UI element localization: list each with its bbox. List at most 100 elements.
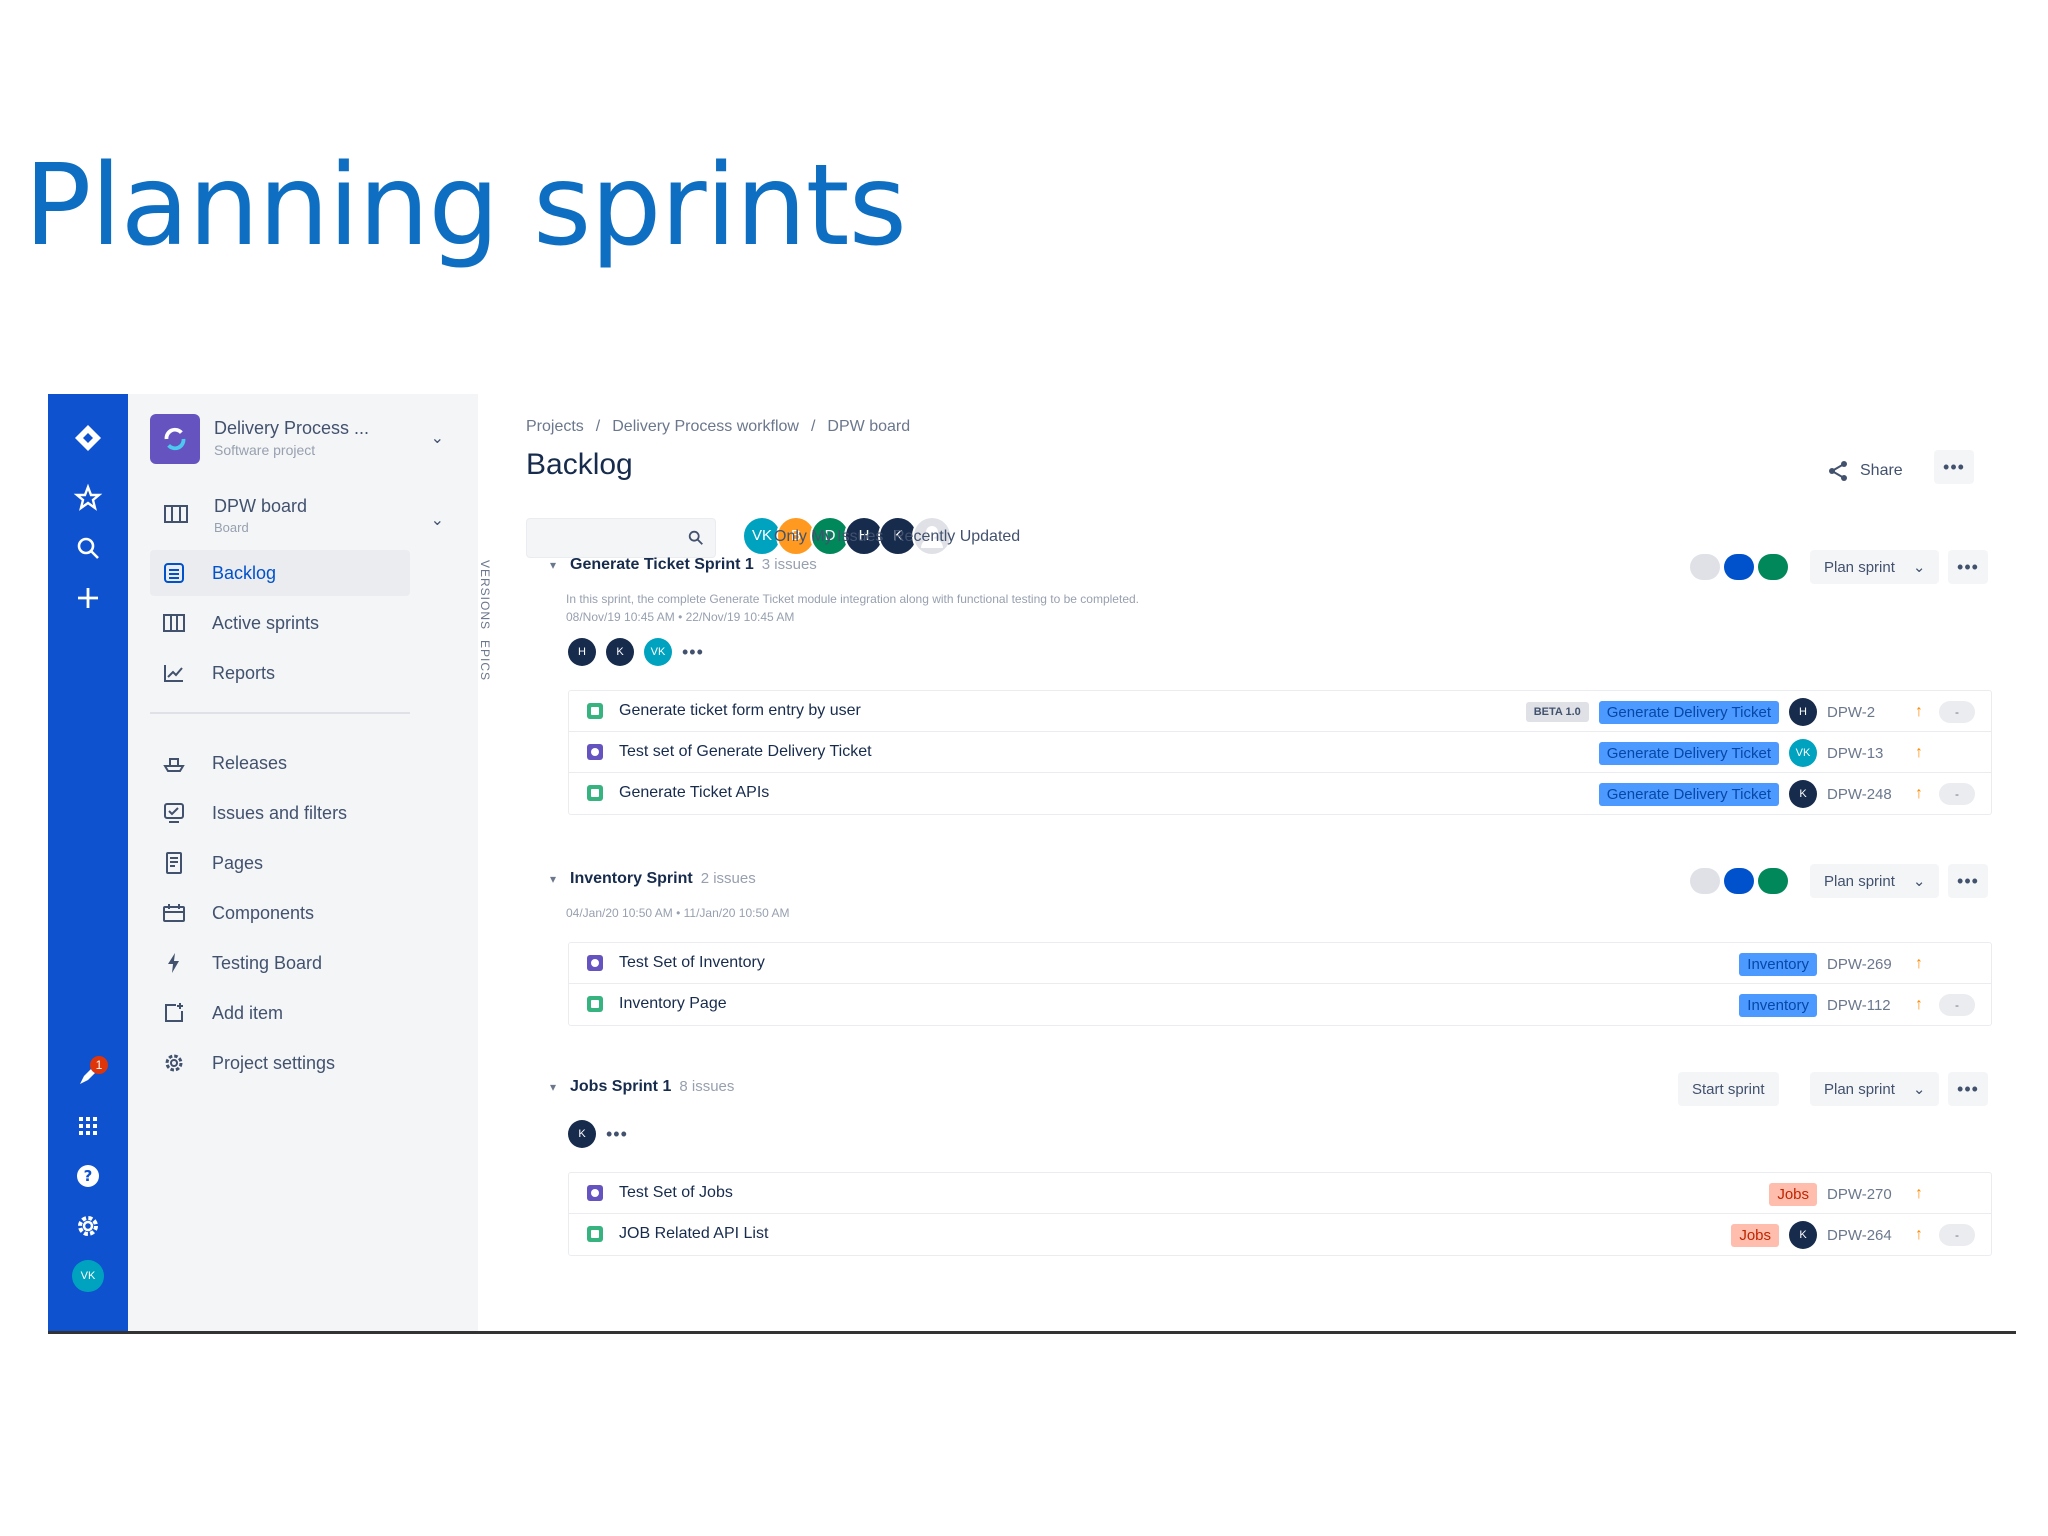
epic-label[interactable]: Inventory [1739,952,1817,976]
breadcrumb-project[interactable]: Delivery Process workflow [612,418,799,435]
breadcrumb-board[interactable]: DPW board [827,418,911,435]
board-name: DPW board [214,496,308,516]
issue-key[interactable]: DPW-269 [1827,955,1892,973]
filter-only-my-issues[interactable]: Only My Issues [774,528,883,546]
assignee-avatar[interactable]: K [1789,780,1817,808]
epic-label[interactable]: Jobs [1769,1182,1817,1206]
issue-key[interactable]: DPW-264 [1827,1226,1892,1244]
assignee-avatar[interactable]: H [1789,698,1817,726]
search-icon[interactable] [68,528,108,568]
issue-summary: Generate Ticket APIs [619,784,770,801]
issue-row[interactable]: Inventory Page Inventory DPW-112 ↑ - [569,984,1991,1025]
epic-label[interactable]: Generate Delivery Ticket [1598,782,1779,806]
board-selector[interactable]: DPW board Board ⌄ [150,494,450,544]
assignee-avatar[interactable]: VK [1789,739,1817,767]
search-input[interactable] [535,527,675,549]
epic-label[interactable]: Inventory [1739,993,1817,1017]
issue-summary: JOB Related API List [619,1225,769,1242]
app-grid-icon[interactable] [68,1106,108,1146]
plan-sprint-button[interactable]: Plan sprint⌄ [1810,550,1940,584]
start-sprint-button[interactable]: Start sprint [1678,1072,1779,1106]
filter-recently-updated[interactable]: Recently Updated [893,528,1020,546]
issue-key[interactable]: DPW-248 [1827,785,1892,803]
more-assignees[interactable]: ••• [606,1123,628,1144]
settings-icon[interactable] [68,1206,108,1246]
sprint-title: Generate Ticket Sprint 1 [570,556,754,573]
issue-key[interactable]: DPW-112 [1827,996,1891,1014]
issue-row[interactable]: Test Set of Inventory Inventory DPW-269 … [569,943,1991,984]
sprint-more-button[interactable]: ••• [1948,864,1988,898]
avatar[interactable]: K [606,638,634,666]
plan-sprint-button[interactable]: Plan sprint⌄ [1810,864,1940,898]
rocket-icon[interactable]: 1 [68,1056,108,1096]
plus-icon[interactable] [68,578,108,618]
avatar-unassigned-icon[interactable] [912,516,952,556]
sidebar-item-testing-board[interactable]: Testing Board [150,940,410,986]
issue-row[interactable]: Test Set of Jobs Jobs DPW-270 ↑ [569,1173,1991,1214]
avatar-vk[interactable]: VK [742,516,782,556]
assignee-avatar[interactable]: K [1789,1221,1817,1249]
issue-row[interactable]: JOB Related API List Jobs K DPW-264 ↑ - [569,1214,1991,1255]
tab-epics[interactable]: EPICS [478,640,492,682]
sidebar-item-issues-and-filters[interactable]: Issues and filters [150,790,410,836]
sidebar-item-add-item[interactable]: Add item [150,990,410,1036]
issue-key[interactable]: DPW-2 [1827,703,1876,721]
help-icon[interactable]: ? [68,1156,108,1196]
estimate-badge[interactable]: - [1939,994,1975,1016]
avatar-b[interactable]: B [776,516,816,556]
chevron-down-icon[interactable]: ▾ [550,1080,557,1094]
estimate-badge[interactable]: - [1939,701,1975,723]
avatar-d[interactable]: D [810,516,850,556]
estimate-badge[interactable]: - [1939,783,1975,805]
sidebar-item-components[interactable]: Components [150,890,410,936]
user-avatar[interactable]: VK [68,1256,108,1296]
sidebar-item-project-settings[interactable]: Project settings [150,1040,410,1086]
sidebar-item-backlog[interactable]: Backlog [150,550,410,596]
more-assignees[interactable]: ••• [682,641,704,662]
issue-row[interactable]: Generate Ticket APIs Generate Delivery T… [569,773,1991,814]
chevron-down-icon: ⌄ [1912,559,1926,576]
breadcrumb-projects[interactable]: Projects [526,418,584,435]
epic-label[interactable]: Generate Delivery Ticket [1598,741,1779,765]
share-button[interactable]: Share [1826,454,1903,488]
button-label: Plan sprint [1824,872,1895,890]
avatar[interactable]: VK [644,638,672,666]
jira-logo-icon[interactable] [68,418,108,458]
sprint-more-button[interactable]: ••• [1948,550,1988,584]
avatar[interactable]: H [568,638,596,666]
sidebar-item-reports[interactable]: Reports [150,650,410,696]
sprint-more-button[interactable]: ••• [1948,1072,1988,1106]
sidebar-item-label: Backlog [212,562,277,583]
issue-row[interactable]: Test set of Generate Delivery Ticket Gen… [569,732,1991,773]
search-box[interactable] [526,518,716,558]
tab-versions[interactable]: VERSIONS [478,560,492,631]
issue-key[interactable]: DPW-270 [1827,1185,1892,1203]
page-more-button[interactable]: ••• [1934,450,1974,484]
avatar[interactable]: K [568,1120,596,1148]
project-selector[interactable]: Delivery Process ... Software project ⌄ [150,412,450,468]
issue-row[interactable]: Generate ticket form entry by user BETA … [569,691,1991,732]
sidebar-item-label: Testing Board [212,952,323,973]
avatar-h[interactable]: H [844,516,884,556]
breadcrumb-separator: / [595,418,601,435]
version-badge[interactable]: BETA 1.0 [1525,702,1589,722]
sidebar-item-active-sprints[interactable]: Active sprints [150,600,410,646]
estimate-badge[interactable] [1939,953,1975,975]
chevron-down-icon[interactable]: ▾ [550,558,557,572]
estimate-badge[interactable] [1939,1183,1975,1205]
plan-sprint-button[interactable]: Plan sprint⌄ [1810,1072,1940,1106]
estimate-badge[interactable] [1939,742,1975,764]
sidebar-item-releases[interactable]: Releases [150,740,410,786]
chevron-down-icon[interactable]: ▾ [550,872,557,886]
epic-label[interactable]: Jobs [1731,1223,1779,1247]
status-dot-done [1758,554,1788,580]
issue-key[interactable]: DPW-13 [1827,744,1884,762]
star-icon[interactable] [68,478,108,518]
epic-label[interactable]: Generate Delivery Ticket [1598,700,1779,724]
sidebar-item-pages[interactable]: Pages [150,840,410,886]
estimate-badge[interactable]: - [1939,1224,1975,1246]
